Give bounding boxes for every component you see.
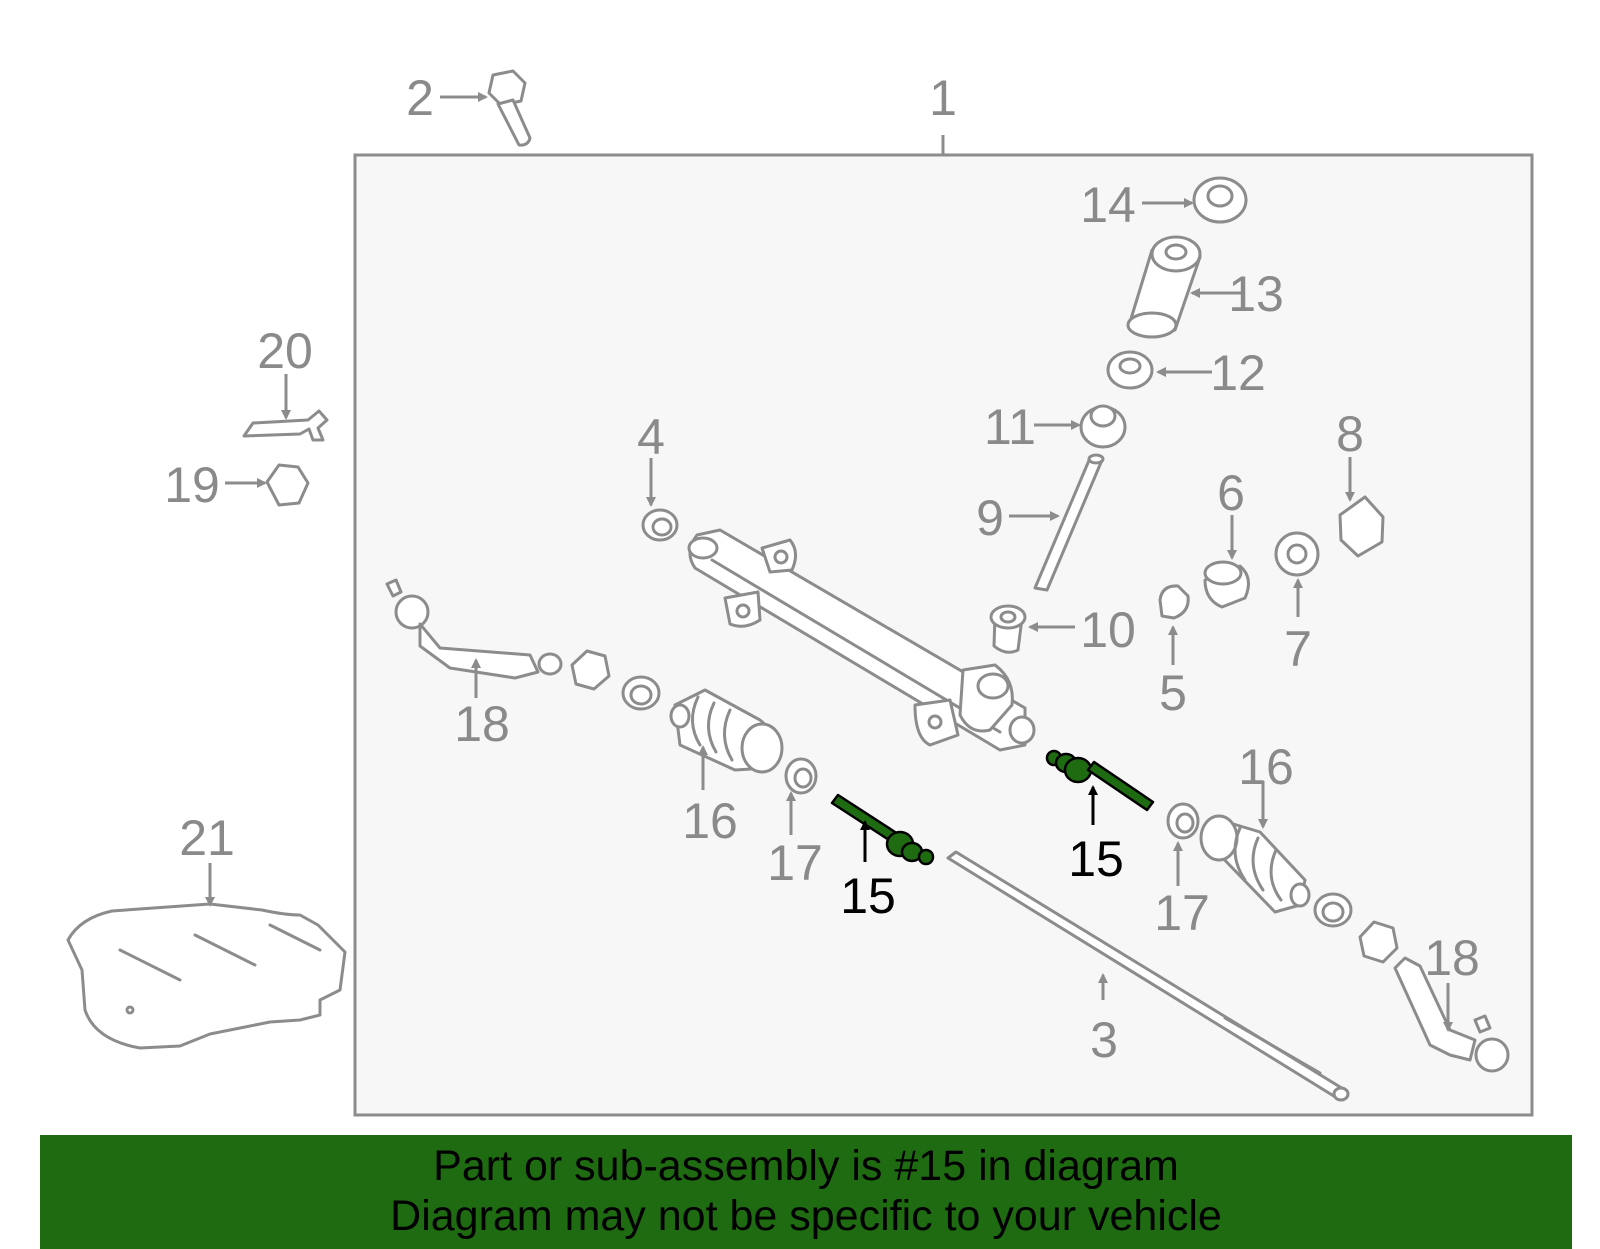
callout-12: 12 <box>1210 345 1266 401</box>
boot-clamp-right-part <box>1166 802 1200 840</box>
callout-2: 2 <box>406 70 434 126</box>
callout-16-left: 16 <box>682 793 738 849</box>
clamp-right-part <box>1313 892 1353 928</box>
tie-rod-end-left-part <box>385 578 563 680</box>
bracket-part <box>242 409 329 442</box>
inner-tie-rod-right-highlight <box>1045 749 1155 812</box>
callout-17-left: 17 <box>767 835 823 891</box>
callout-1: 1 <box>929 70 957 126</box>
pinion-shaft-part <box>1033 453 1105 592</box>
callout-15-right: 15 <box>1068 831 1124 887</box>
callout-5: 5 <box>1159 665 1187 721</box>
tie-rod-end-right-part <box>1393 956 1510 1073</box>
callout-8: 8 <box>1336 406 1364 462</box>
cap-part <box>1192 176 1248 224</box>
callout-19: 19 <box>164 457 220 513</box>
ring-part <box>641 508 679 542</box>
callout-21: 21 <box>179 810 235 866</box>
plug-part <box>1274 531 1320 577</box>
callout-20: 20 <box>257 323 313 379</box>
heat-shield-part <box>66 902 347 1050</box>
callout-14: 14 <box>1080 177 1136 233</box>
nut-part <box>265 463 310 507</box>
callout-13: 13 <box>1228 266 1284 322</box>
callout-3: 3 <box>1090 1012 1118 1068</box>
inner-tie-rod-left-highlight <box>830 793 935 866</box>
washer-part <box>1106 350 1154 390</box>
callout-17-right: 17 <box>1154 885 1210 941</box>
callout-4: 4 <box>637 409 665 465</box>
locknut-part <box>1338 495 1385 558</box>
yoke-spring-part <box>1158 584 1190 620</box>
callout-18-left: 18 <box>454 696 510 752</box>
gear-housing-part <box>687 528 1036 752</box>
callout-11: 11 <box>984 399 1036 455</box>
rack-bar-part <box>946 850 1350 1102</box>
assembly-box <box>353 153 1534 1117</box>
callout-6: 6 <box>1217 465 1245 521</box>
jam-nut-left-part <box>570 649 611 691</box>
footer-banner: Part or sub-assembly is #15 in diagram D… <box>40 1135 1572 1249</box>
callout-16-right: 16 <box>1238 739 1294 795</box>
callout-10: 10 <box>1080 602 1136 658</box>
footer-line-disclaimer: Diagram may not be specific to your vehi… <box>390 1192 1222 1240</box>
boot-right-part <box>1199 814 1311 914</box>
callout-18-right: 18 <box>1424 930 1480 986</box>
callout-9: 9 <box>976 490 1004 546</box>
callout-15-left: 15 <box>840 868 896 924</box>
yoke-part <box>1203 560 1251 609</box>
callout-7: 7 <box>1284 621 1312 677</box>
jam-nut-right-part <box>1358 920 1399 964</box>
boot-clamp-left-part <box>784 757 818 795</box>
footer-line-part-number: Part or sub-assembly is #15 in diagram <box>433 1142 1179 1190</box>
pinion-housing-part <box>1126 235 1202 339</box>
clamp-left-part <box>621 675 661 711</box>
bushing-part <box>989 604 1027 654</box>
bearing-part <box>1079 404 1127 449</box>
bolt-part <box>487 69 532 147</box>
